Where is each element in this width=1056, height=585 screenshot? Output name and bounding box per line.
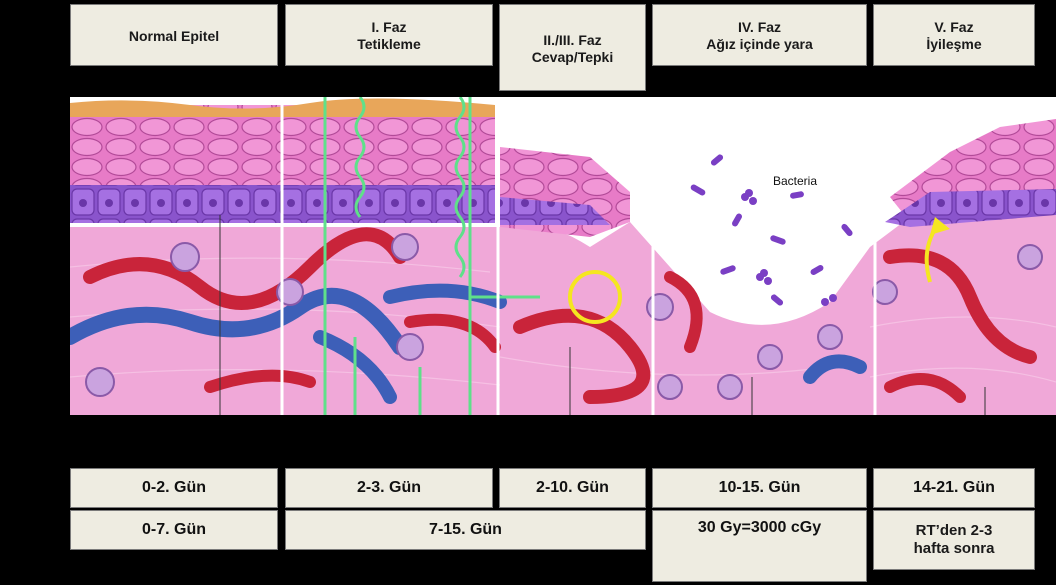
- phase-line2: Cevap/Tepki: [532, 49, 613, 66]
- after-rt-line1: RT’den 2-3: [916, 522, 993, 540]
- phase-line2: Ağız içinde yara: [706, 36, 813, 53]
- phase-line2: Normal Epitel: [129, 28, 219, 45]
- dose-label: 30 Gy=3000 cGy: [698, 519, 821, 537]
- phase-line1: I. Faz: [371, 19, 406, 36]
- bacteria-label: Bacteria: [773, 174, 817, 188]
- phase-box-1: I. Faz Tetikleme: [285, 4, 493, 66]
- dose-box: 30 Gy=3000 cGy: [652, 510, 867, 582]
- day-box-1: 2-3. Gün: [285, 468, 493, 508]
- phase-box-5: V. Faz İyileşme: [873, 4, 1035, 66]
- day-box-normal: 0-2. Gün: [70, 468, 278, 508]
- phase-line1: V. Faz: [934, 19, 973, 36]
- duration-label: 0-7. Gün: [142, 521, 206, 539]
- duration-label: 7-15. Gün: [429, 521, 502, 539]
- phase-line2: İyileşme: [926, 36, 981, 53]
- day-box-4: 10-15. Gün: [652, 468, 867, 508]
- day-label: 2-3. Gün: [357, 479, 421, 497]
- day-label: 2-10. Gün: [536, 479, 609, 497]
- phase-box-2-3: II./III. Faz Cevap/Tepki: [499, 4, 646, 91]
- phase-line1: IV. Faz: [738, 19, 781, 36]
- phase-line1: II./III. Faz: [543, 32, 601, 49]
- mucositis-illustration: Bacteria: [70, 97, 1056, 415]
- phase-box-4: IV. Faz Ağız içinde yara: [652, 4, 867, 66]
- day-label: 0-2. Gün: [142, 479, 206, 497]
- after-rt-box: RT’den 2-3 hafta sonra: [873, 510, 1035, 570]
- day-box-5: 14-21. Gün: [873, 468, 1035, 508]
- day-label: 14-21. Gün: [913, 479, 995, 497]
- phase-box-normal: Normal Epitel: [70, 4, 278, 66]
- phase-line2: Tetikleme: [357, 36, 421, 53]
- day-box-2-3: 2-10. Gün: [499, 468, 646, 508]
- after-rt-line2: hafta sonra: [914, 540, 995, 558]
- duration-box-1-3: 7-15. Gün: [285, 510, 646, 550]
- duration-box-normal: 0-7. Gün: [70, 510, 278, 550]
- day-label: 10-15. Gün: [719, 479, 801, 497]
